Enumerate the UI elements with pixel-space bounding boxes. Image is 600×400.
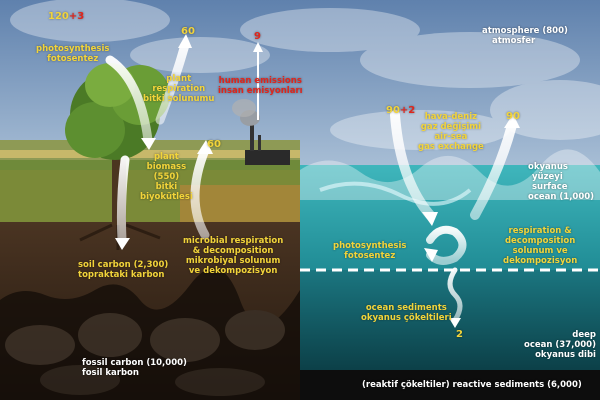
plant-biomass-value: (550) (153, 172, 180, 182)
reactive-sediments-tr: (reaktif çökeltiler) (362, 380, 450, 390)
land-input-flux: 120+3 (48, 12, 84, 22)
ocean-respiration-en-2: decomposition (504, 236, 576, 246)
surface-ocean-label: okyanus yüzeyi surface ocean (1,000) (528, 162, 594, 202)
photosynthesis-arrow (105, 55, 153, 145)
microbial-en-2: & decomposition (192, 246, 274, 256)
fossil-deposits (0, 268, 300, 400)
deep-ocean-tr: okyanus dibi (535, 350, 596, 360)
soil-carbon-en: soil carbon (2,300) (78, 260, 169, 270)
surface-ocean-en-1: surface (532, 182, 568, 192)
land-input-increment: +3 (68, 11, 85, 22)
plant-biomass-tr-1: bitki (155, 182, 178, 192)
factory (232, 99, 290, 165)
ocean-sediments-tr: okyanus çökeltileri (361, 313, 452, 323)
deep-ocean-2: ocean (37,000) (524, 340, 596, 350)
clouds (10, 0, 600, 150)
ocean-floor (300, 370, 600, 400)
human-emissions-en: human emissions (218, 76, 302, 86)
plant-biomass-label: plant biomass (550) bitki biyokütlesi (140, 152, 193, 202)
microbial-value: 60 (207, 139, 221, 150)
microbial-en-1: microbial respiration (183, 236, 284, 246)
ocean-photosynthesis-label: photosynthesis fotosentez (333, 241, 406, 261)
exchange-tr-1: hava-deniz (424, 112, 478, 122)
sediment-arrow (447, 267, 463, 323)
exchange-tr-2: gaz değişimi (420, 122, 482, 132)
plant-respiration-tr: bitki solunumu (143, 94, 215, 104)
plant-biomass-en-2: biomass (146, 162, 187, 172)
exchange-en-2: gas exchange (418, 142, 484, 152)
ocean-respiration-label: respiration & decomposition solunum ve d… (503, 226, 577, 266)
ocean-influx-arrow (390, 110, 435, 220)
plant-respiration-en-1: plant (166, 74, 192, 84)
ocean-photosynthesis-en: photosynthesis (333, 241, 407, 251)
reactive-sediments-label: (reaktif çökeltiler) reactive sediments … (362, 380, 582, 390)
deep-ocean-1: deep (572, 330, 596, 340)
surface-ocean-tr-1: okyanus (528, 162, 568, 172)
plant-respiration-value: 60 (181, 26, 195, 37)
ocean-respiration-tr-1: solunum ve (512, 246, 568, 256)
atmosphere-label: atmosphere (800) atmosfer (482, 26, 568, 46)
ocean-sediments-label: ocean sediments okyanus çökeltileri (361, 303, 452, 323)
ocean-influx-increment: +2 (399, 105, 416, 116)
ocean-respiration-tr-2: dekompozisyon (503, 256, 578, 266)
flux-arrows (105, 40, 517, 323)
microbial-tr-1: mikrobiyal solunum (185, 256, 281, 266)
human-emissions-value: 9 (254, 31, 261, 42)
ocean-sediments-en: ocean sediments (365, 303, 447, 313)
air-sea-exchange-label: hava-deniz gaz değişimi air-sea gas exch… (418, 112, 484, 152)
ocean-respiration-en-1: respiration & (508, 226, 572, 236)
ocean-cycle-arrow (426, 225, 467, 265)
human-emissions-tr: insan emisyonları (218, 86, 303, 96)
atmosphere-tr: atmosfer (492, 36, 536, 46)
land-photosynthesis-en: photosynthesis (36, 44, 110, 54)
plant-to-soil-arrow (116, 155, 130, 245)
exchange-en-1: air-sea (434, 132, 468, 142)
fossil-carbon-en: fossil carbon (10,000) (82, 358, 187, 368)
plant-respiration-label: plant respiration bitki solunumu (143, 74, 214, 104)
land-photosynthesis-label: photosynthesis fotosentez (36, 44, 109, 64)
soil-carbon-tr: topraktaki karbon (78, 270, 165, 280)
soil-carbon-label: soil carbon (2,300) topraktaki karbon (78, 260, 168, 280)
land-photosynthesis-tr: fotosentez (47, 54, 99, 64)
atmosphere-en: atmosphere (800) (482, 26, 568, 36)
microbial-respiration-arrow (190, 145, 210, 240)
human-emissions-label: human emissions insan emisyonları (218, 76, 303, 96)
surface-ocean-en-2: ocean (1,000) (528, 192, 595, 202)
ocean-influx-value: 90 (386, 105, 400, 116)
fossil-carbon-tr: fosil karbon (82, 368, 139, 378)
fossil-carbon-label: fossil carbon (10,000) fosil karbon (82, 358, 187, 378)
deep-ocean-label: deep ocean (37,000) okyanus dibi (524, 330, 596, 360)
ocean-outflux-arrow (470, 120, 517, 220)
microbial-label: microbial respiration & decomposition mi… (183, 236, 283, 276)
ocean-photosynthesis-tr: fotosentez (344, 251, 396, 261)
reactive-sediments-en: reactive sediments (6,000) (452, 380, 582, 390)
plant-respiration-en-2: respiration (152, 84, 206, 94)
ocean-influx-flux: 90+2 (386, 106, 415, 116)
plant-biomass-en-1: plant (153, 152, 179, 162)
ocean-outflux-value: 90 (506, 111, 520, 122)
ocean-sediments-value: 2 (456, 329, 463, 340)
arrow-heads (115, 34, 520, 328)
surface-ocean-tr-2: yüzeyi (532, 172, 563, 182)
plant-respiration-arrow (155, 40, 190, 125)
land-input-value: 120 (48, 11, 69, 22)
plant-biomass-tr-2: biyokütlesi (140, 192, 193, 202)
microbial-tr-2: ve dekompozisyon (188, 266, 278, 276)
